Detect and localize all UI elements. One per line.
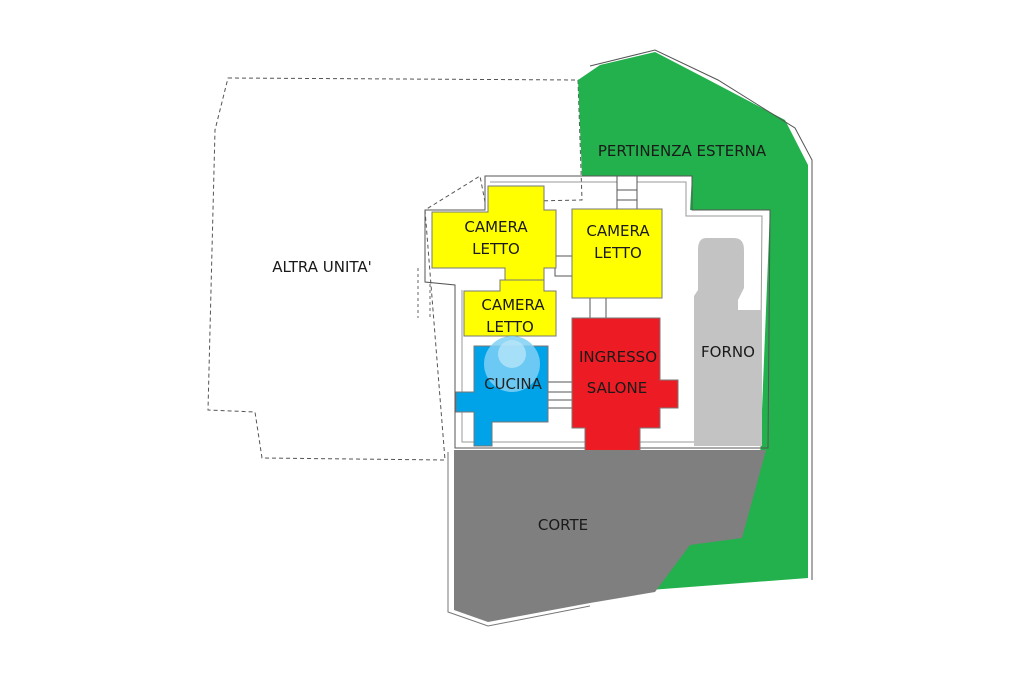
corte-area	[454, 450, 766, 622]
altra-unita-outline	[207, 77, 583, 461]
label-pertinenza-esterna: PERTINENZA ESTERNA	[598, 142, 767, 160]
pertinenza-esterna-area	[578, 52, 808, 590]
doorway-mark	[547, 381, 575, 409]
cucina-highlight-core	[498, 340, 526, 368]
label-camera-letto-2-line1: CAMERA	[586, 222, 650, 240]
doorway-mark	[554, 255, 574, 277]
doorway-mark	[616, 175, 638, 213]
label-corte: CORTE	[538, 516, 588, 534]
forno-area	[694, 238, 762, 446]
corte-outline	[447, 452, 591, 627]
label-salone: SALONE	[587, 379, 647, 397]
ingresso-salone-area	[571, 317, 679, 453]
label-cucina: CUCINA	[484, 375, 543, 393]
building-inner-outline	[461, 181, 763, 443]
label-camera-letto-3-line2: LETTO	[486, 318, 534, 336]
building-outline	[424, 175, 771, 449]
label-camera-letto-1-line2: LETTO	[472, 240, 520, 258]
doorway-mark	[589, 297, 607, 321]
label-forno: FORNO	[701, 343, 755, 361]
label-ingresso: INGRESSO	[579, 348, 657, 366]
label-camera-letto-2-line2: LETTO	[594, 244, 642, 262]
camera-letto-2-area	[571, 208, 663, 299]
camera-letto-3-area	[463, 279, 557, 337]
pertinenza-outline	[589, 49, 813, 580]
label-camera-letto-1-line1: CAMERA	[464, 218, 528, 236]
label-altra-unita: ALTRA UNITA'	[272, 258, 372, 276]
label-camera-letto-3-line1: CAMERA	[481, 296, 545, 314]
